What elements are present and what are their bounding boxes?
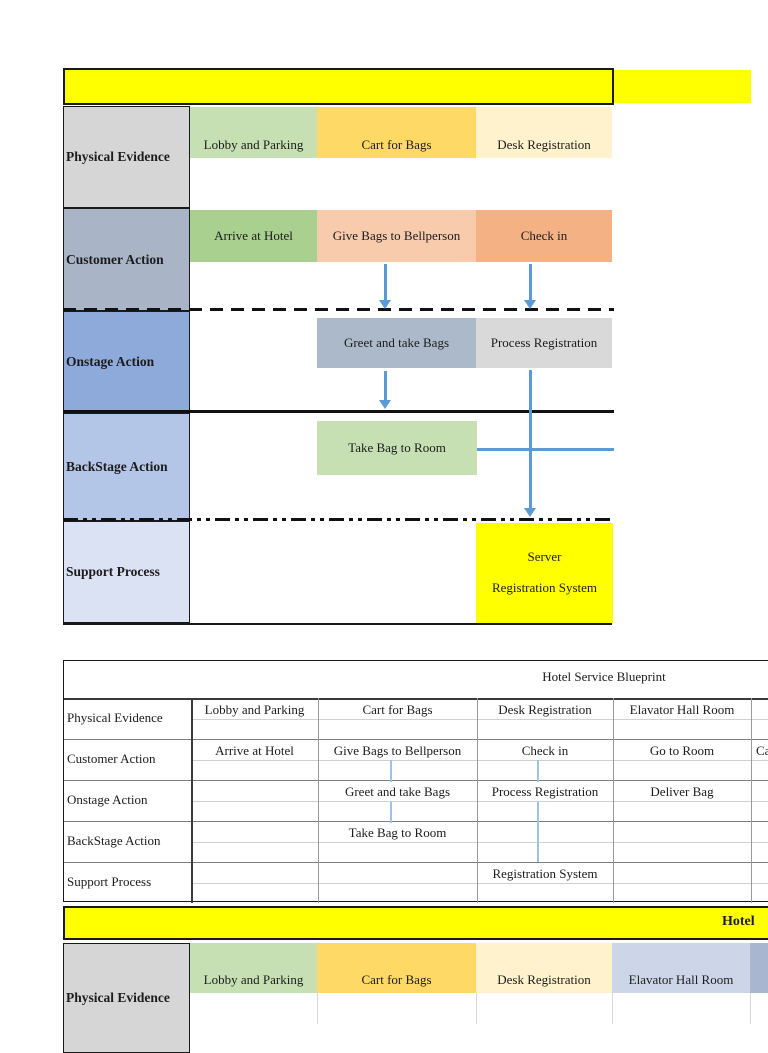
box-take-bag-to-room: Take Bag to Room: [317, 421, 477, 475]
line-of-internal-interaction: [63, 518, 613, 521]
table-row-label: BackStage Action: [67, 833, 161, 848]
grid-line: [191, 698, 193, 903]
line-of-visibility: [63, 410, 614, 413]
box-clipped-bottom: [750, 943, 768, 993]
grid-line: [613, 698, 614, 903]
grid-line: [191, 842, 768, 843]
hotel-service-blueprint-table: Hotel Service Blueprint Physical Evidenc…: [63, 660, 768, 903]
row-label-customer-action: Customer Action: [63, 208, 190, 311]
table-cell: Deliver Bag: [650, 784, 714, 799]
box-process-registration: Process Registration: [476, 318, 612, 368]
table-cell: [318, 864, 477, 883]
grid-line: [476, 993, 477, 1024]
grid-line: [477, 698, 478, 903]
table-cell: [477, 823, 613, 842]
table-cell: Go to Room: [649, 743, 715, 758]
box-server-registration-system: Server Registration System: [476, 523, 613, 623]
grid-line: [64, 780, 768, 781]
table-cell: [191, 782, 318, 801]
top-banner-extension: [614, 70, 751, 103]
grid-line: [191, 719, 768, 720]
table-cell: [613, 864, 751, 883]
table-cell: Process Registration: [491, 784, 599, 799]
arrow-give-bags-down: [384, 264, 387, 300]
registration-system-line: Registration System: [491, 580, 598, 595]
table-cell: Greet and take Bags: [344, 784, 451, 799]
table-cell: [751, 782, 768, 801]
row-label-physical-evidence: Physical Evidence: [63, 106, 190, 208]
box-give-bags-to-bellperson: Give Bags to Bellperson: [317, 210, 476, 262]
table-connector-registration: [537, 802, 539, 862]
table-connector-give-bags: [390, 760, 392, 782]
box-desk-registration-bottom: Desk Registration: [476, 943, 612, 993]
table-connector-greet: [390, 802, 392, 823]
table-cell: Cart for Bags: [362, 702, 433, 717]
table-cell: Check in: [521, 743, 569, 758]
table-cell: [751, 823, 768, 842]
grid-line: [64, 739, 768, 740]
connector-take-bag-right: [477, 448, 614, 451]
arrow-check-in-down: [529, 264, 532, 300]
top-banner: [63, 68, 614, 105]
diagram-bottom-border: [63, 623, 612, 625]
table-cell: Lobby and Parking: [204, 702, 305, 717]
box-check-in: Check in: [476, 210, 612, 262]
row-label-onstage-action: Onstage Action: [63, 311, 190, 413]
box-cart-for-bags: Cart for Bags: [317, 107, 476, 158]
table-cell: Elavator Hall Room: [629, 702, 735, 717]
box-arrive-at-hotel: Arrive at Hotel: [190, 210, 317, 262]
table-row-label: Support Process: [67, 874, 152, 889]
table-cell: [191, 864, 318, 883]
table-cell: Take Bag to Room: [348, 825, 447, 840]
table-cell: Registration System: [492, 866, 598, 881]
table-cell: [613, 823, 751, 842]
arrowhead-greet: [379, 400, 391, 409]
document-page: Physical Evidence Customer Action Onstag…: [63, 68, 768, 1053]
table-cell: Desk Registration: [498, 702, 592, 717]
table-cell: [751, 864, 768, 883]
arrow-greet-down: [384, 371, 387, 400]
table-cell: [191, 823, 318, 842]
grid-line: [612, 993, 613, 1024]
grid-line: [318, 698, 319, 903]
grid-line: [64, 821, 768, 822]
table-cell: Ca: [756, 743, 768, 758]
table-row-label: Onstage Action: [67, 792, 148, 807]
bottom-banner-title: Hotel: [722, 914, 755, 929]
server-line: Server: [527, 549, 562, 565]
grid-line: [191, 801, 768, 802]
arrowhead-process-registration: [524, 508, 536, 517]
table-connector-check-in: [537, 760, 539, 782]
table-row-label: Customer Action: [67, 751, 156, 766]
row-label-support-process: Support Process: [63, 521, 190, 623]
line-of-interaction: [63, 308, 614, 311]
row-label-backstage-action: BackStage Action: [63, 413, 190, 521]
bottom-banner: [63, 906, 768, 940]
table-cell: [751, 700, 768, 719]
grid-line: [751, 698, 752, 903]
box-elavator-hall-room-bottom: Elavator Hall Room: [612, 943, 750, 993]
grid-line: [191, 760, 768, 761]
grid-line: [750, 993, 751, 1024]
arrowhead-give-bags: [379, 300, 391, 309]
box-cart-for-bags-bottom: Cart for Bags: [317, 943, 476, 993]
grid-line: [64, 862, 768, 863]
grid-line: [317, 993, 318, 1024]
box-lobby-and-parking: Lobby and Parking: [190, 107, 317, 158]
grid-line: [191, 883, 768, 884]
grid-line: [64, 698, 768, 700]
table-cell: Arrive at Hotel: [215, 743, 294, 758]
box-greet-and-take-bags: Greet and take Bags: [317, 318, 476, 368]
row-label-physical-evidence-bottom: Physical Evidence: [63, 943, 190, 1053]
box-lobby-and-parking-bottom: Lobby and Parking: [190, 943, 317, 993]
box-desk-registration: Desk Registration: [476, 107, 612, 158]
table-row-label: Physical Evidence: [67, 710, 163, 725]
table-title: Hotel Service Blueprint: [542, 669, 666, 684]
arrowhead-check-in: [524, 300, 536, 309]
arrow-process-registration-down: [529, 370, 532, 508]
table-cell: Give Bags to Bellperson: [333, 743, 462, 758]
